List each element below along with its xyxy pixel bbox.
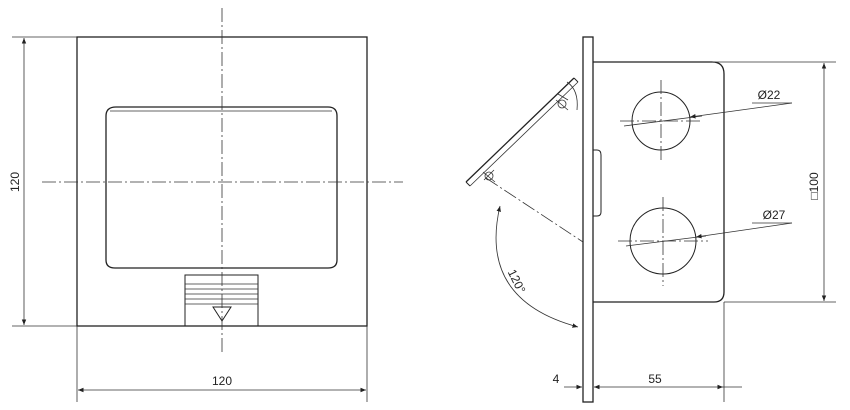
opened-lid [465, 77, 579, 187]
hole-small [620, 80, 703, 162]
depth-dimension-label: 55 [648, 372, 662, 386]
lid-swing-line [485, 177, 584, 243]
hole-small-label: Ø22 [758, 88, 781, 102]
angle-arc [495, 205, 579, 328]
hole-small-leader [689, 102, 793, 119]
hole-large-label: Ø27 [763, 208, 786, 222]
side-flange-plate [582, 36, 594, 403]
width-dimension-label: 120 [212, 374, 232, 388]
plate-dimension-label: 4 [553, 372, 560, 386]
lid-hinge-detail-top [555, 93, 569, 111]
side-hinge-bump [593, 149, 602, 217]
front-view: 120 120 [8, 8, 403, 402]
latch [184, 274, 259, 327]
height-dimension-label: 120 [8, 172, 22, 192]
front-lid-outline [105, 106, 338, 269]
angle-label: 120° [505, 267, 529, 296]
side-view: 120° Ø22 Ø27 □100 55 [465, 36, 836, 403]
side-box-body [593, 61, 725, 303]
square-dimension-label: □100 [807, 172, 821, 200]
hole-large-leader [695, 222, 793, 239]
hole-large [618, 197, 708, 286]
